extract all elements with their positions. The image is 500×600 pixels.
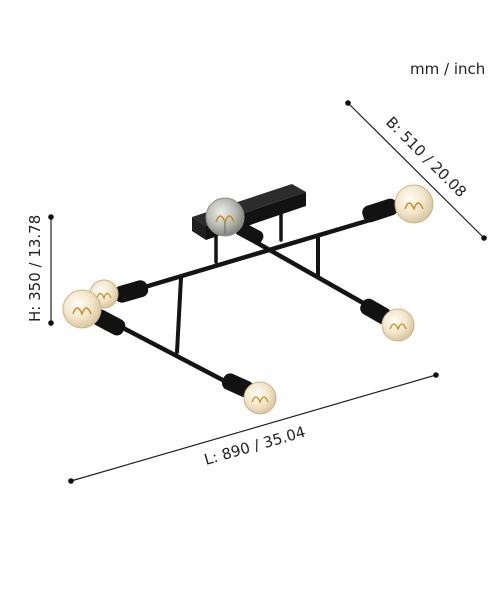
width-dimension-line [347,102,485,239]
lamp-right-front [360,298,415,342]
length-dimension-line [70,374,437,482]
mount-stems [214,212,283,264]
bulb-top-center [205,197,245,237]
bulb-bottom-center [243,381,277,415]
height-dimension-label: H: 350 / 13.78 [26,215,44,322]
width-dimension-label: B: 510 / 20.08 [382,113,470,201]
width-dimension-end-dot [481,235,487,241]
length-dimension-start-dot [68,478,74,484]
left-connector-rod [175,276,183,354]
height-dimension-top-dot [48,214,54,220]
front-diagonal-rod [101,315,241,391]
right-diagonal-rod [242,233,375,311]
ceiling-lamp-fixture [62,184,434,415]
height-dimension-bottom-dot [48,320,54,326]
lamp-back-right [362,184,434,224]
bulb-right-front [381,308,415,342]
bulb-left-front [62,289,102,329]
units-label: mm / inch [410,60,485,78]
lamp-bottom-center [221,373,277,415]
width-dimension-start-dot [345,100,351,106]
height-dimension: H: 350 / 13.78 [26,214,54,326]
back-rod [125,217,373,295]
lamp-left-front [62,289,126,336]
bulb-back-right [394,184,434,224]
lamp-top-center [205,197,264,245]
length-dimension-label: L: 890 / 35.04 [202,423,307,469]
length-dimension-end-dot [433,372,439,378]
